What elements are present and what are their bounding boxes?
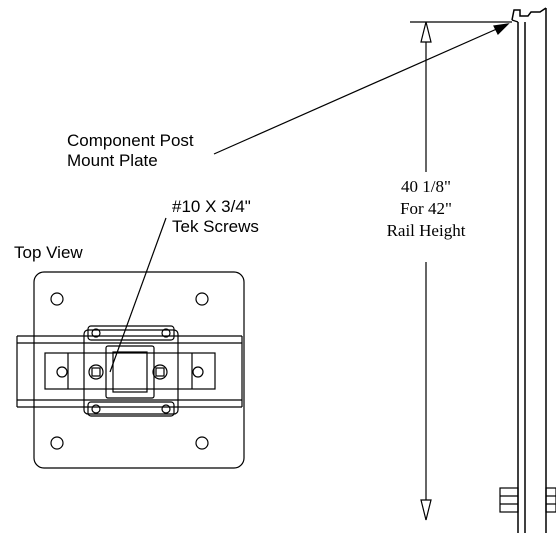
- dimension-qualifier: For 42": [400, 199, 452, 218]
- rail-hole-right: [192, 366, 204, 378]
- post-section: [105, 345, 155, 399]
- leaders: [109, 23, 510, 373]
- arrowhead-bottom: [420, 499, 432, 521]
- base-bracket-right: [545, 487, 556, 513]
- post-side-view: [499, 7, 556, 533]
- leader-screws: [109, 217, 167, 373]
- screws-label-line1: #10 X 3/4": [172, 197, 251, 216]
- mount-plate-label: Component Post Mount Plate: [67, 131, 194, 171]
- height-dimension: [410, 21, 512, 521]
- rail-slot: [44, 352, 216, 390]
- mount-plate-label-line1: Component Post: [67, 131, 194, 150]
- tek-screw-left: [88, 364, 104, 380]
- plate-hole-bottom-left: [50, 436, 64, 450]
- mount-plate-label-line2: Mount Plate: [67, 151, 158, 170]
- top-view-drawing: [16, 271, 245, 469]
- leader-arrowhead: [493, 23, 510, 36]
- post-clamp: [83, 325, 179, 417]
- rail-channel: [16, 335, 243, 408]
- leader-mount-plate: [213, 23, 509, 155]
- base-bracket: [499, 487, 556, 513]
- plate-hole-bottom-right: [195, 436, 209, 450]
- dimension-value: 40 1/8": [401, 177, 451, 196]
- clamp-outline: [83, 329, 179, 415]
- arrowhead-top: [420, 21, 432, 43]
- tek-screw-right: [152, 364, 168, 380]
- mount-plate-lip: [511, 19, 519, 23]
- top-view-label: Top View: [14, 243, 83, 262]
- plate-hole-top-right: [195, 292, 209, 306]
- plate-hole-top-left: [50, 292, 64, 306]
- base-bracket-left: [499, 487, 519, 513]
- screws-label-line2: Tek Screws: [172, 217, 259, 236]
- rail-hole-left: [56, 366, 68, 378]
- base-plate: [33, 271, 245, 469]
- dimension-subject: Rail Height: [386, 221, 466, 240]
- screws-label: #10 X 3/4" Tek Screws: [172, 197, 259, 237]
- dimension-label: 40 1/8" For 42" Rail Height: [366, 176, 486, 242]
- mount-plate-profile: [511, 7, 547, 21]
